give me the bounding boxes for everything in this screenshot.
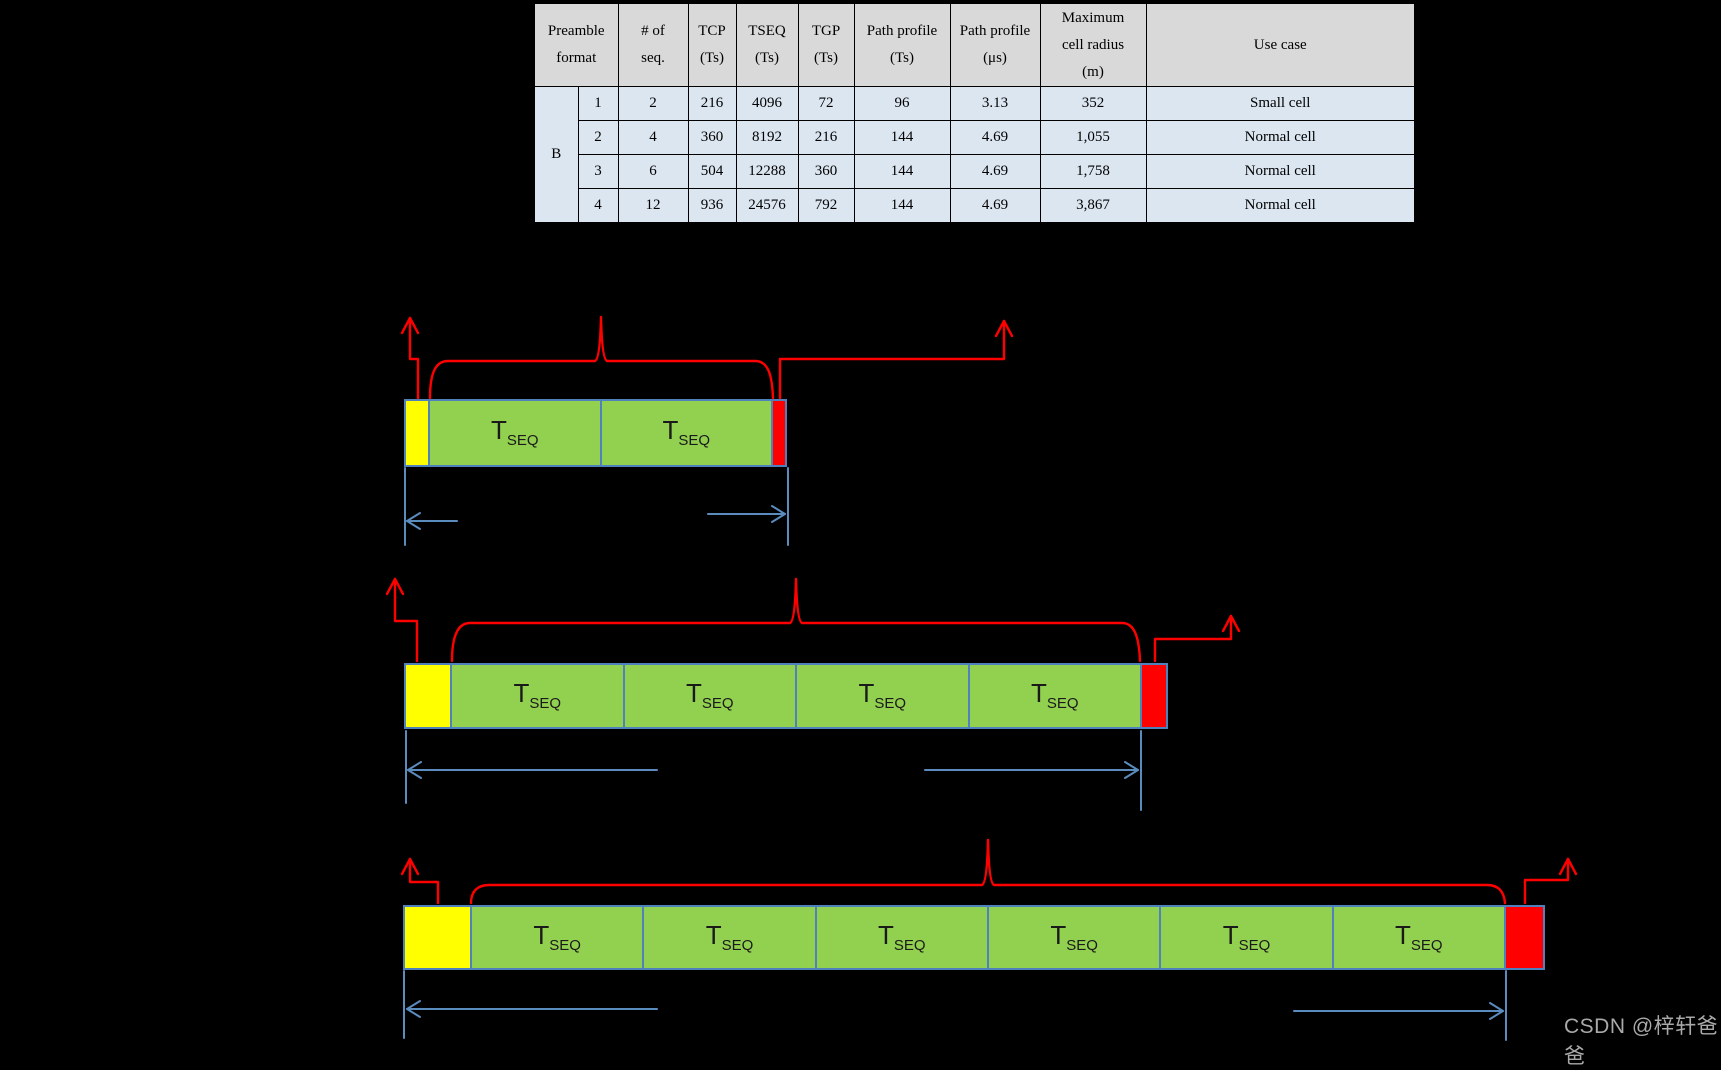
table-cell: Normal cell: [1145, 188, 1416, 224]
gp-block: [1505, 907, 1543, 968]
b2-sequence-brace: [450, 577, 1142, 663]
b1-gp-up-arrow: [778, 319, 1014, 400]
sequence-label: TSEQ: [858, 678, 907, 713]
table-header-cell: TSEQ(Ts): [735, 2, 799, 87]
cp-block: [406, 401, 428, 465]
sequence-block: TSEQ: [624, 665, 795, 727]
table-cell: 360: [687, 120, 737, 155]
b2-cp-up-arrow: [385, 577, 419, 663]
table-cell: 216: [797, 120, 855, 155]
table-cell: 352: [1039, 86, 1147, 121]
table-cell: Normal cell: [1145, 120, 1416, 155]
gp-block: [1142, 665, 1166, 727]
table-cell: 12: [617, 188, 689, 224]
b2-gp-up-arrow: [1153, 614, 1241, 663]
table-cell: 3.13: [949, 86, 1041, 121]
sequence-label: TSEQ: [1222, 919, 1271, 955]
preamble-bar-b1: TSEQ TSEQ: [404, 399, 787, 467]
sequence-label: TSEQ: [662, 415, 711, 450]
gp-block: [773, 401, 785, 465]
sequence-label: TSEQ: [533, 919, 581, 955]
table-cell: 936: [687, 188, 737, 224]
table-cell: 504: [687, 154, 737, 189]
b1-cp-up-arrow: [400, 316, 420, 400]
table-cell: 2: [577, 120, 619, 155]
table-cell: 24576: [735, 188, 799, 224]
table-cell: 8192: [735, 120, 799, 155]
table-cell: 1,758: [1039, 154, 1147, 189]
b3-gp-up-arrow: [1523, 857, 1578, 905]
table-cell: 6: [617, 154, 689, 189]
sequence-block: TSEQ: [452, 665, 623, 727]
sequence-block: TSEQ: [430, 401, 600, 465]
table-cell: 216: [687, 86, 737, 121]
group-label-cell: B: [533, 86, 579, 224]
sequence-block: TSEQ: [1161, 907, 1332, 968]
table-cell: 4: [577, 188, 619, 224]
table-cell: 4: [617, 120, 689, 155]
b3-sequence-brace: [469, 838, 1507, 905]
sequence-block: TSEQ: [472, 907, 643, 968]
table-cell: 144: [853, 154, 951, 189]
b1-sequence-brace: [428, 315, 775, 400]
sequence-label: TSEQ: [685, 678, 734, 713]
table-cell: 96: [853, 86, 951, 121]
table-cell: 792: [797, 188, 855, 224]
b2-dimension-lines: [405, 730, 1142, 811]
table-header-cell: Use case: [1145, 2, 1416, 87]
sequence-block: TSEQ: [644, 907, 815, 968]
sequence-label: TSEQ: [1030, 678, 1079, 713]
table-cell: 360: [797, 154, 855, 189]
table-cell: 1,055: [1039, 120, 1147, 155]
sequence-label: TSEQ: [878, 919, 926, 955]
table-cell: 144: [853, 120, 951, 155]
table-header-cell: TGP(Ts): [797, 2, 855, 87]
table-cell: 4.69: [949, 154, 1041, 189]
table-cell: 72: [797, 86, 855, 121]
table-header-cell: Path profile(μs): [949, 2, 1041, 87]
sequence-block: TSEQ: [601, 401, 771, 465]
preamble-bar-b3: TSEQ TSEQ TSEQ TSEQ TSEQ TSEQ: [403, 905, 1545, 970]
table-cell: 4.69: [949, 120, 1041, 155]
watermark: CSDN @梓轩爸爸: [1564, 1015, 1719, 1068]
table-cell: 144: [853, 188, 951, 224]
table-cell: 4096: [735, 86, 799, 121]
table-header-cell: TCP(Ts): [687, 2, 737, 87]
preamble-bar-b2: TSEQ TSEQ TSEQ TSEQ: [404, 663, 1168, 729]
sequence-label: TSEQ: [1050, 919, 1098, 955]
table-header-cell: Path profile(Ts): [853, 2, 951, 87]
sequence-label: TSEQ: [1395, 919, 1443, 955]
b1-dimension-lines: [404, 467, 789, 546]
sequence-label: TSEQ: [705, 919, 754, 955]
table-cell: 4.69: [949, 188, 1041, 224]
sequence-label: TSEQ: [513, 678, 562, 713]
table-cell: Normal cell: [1145, 154, 1416, 189]
table-cell: Small cell: [1145, 86, 1416, 121]
cp-block: [406, 665, 450, 727]
sequence-block: TSEQ: [816, 907, 987, 968]
sequence-block: TSEQ: [797, 665, 968, 727]
sequence-block: TSEQ: [1333, 907, 1504, 968]
b3-dimension-lines: [403, 970, 1507, 1041]
table-cell: 12288: [735, 154, 799, 189]
cp-block: [405, 907, 470, 968]
b3-cp-up-arrow: [400, 857, 440, 905]
table-cell: 3,867: [1039, 188, 1147, 224]
table-cell: 1: [577, 86, 619, 121]
sequence-block: TSEQ: [988, 907, 1160, 968]
sequence-block: TSEQ: [969, 665, 1140, 727]
sequence-label: TSEQ: [490, 415, 539, 450]
table-cell: 2: [617, 86, 689, 121]
table-cell: 3: [577, 154, 619, 189]
